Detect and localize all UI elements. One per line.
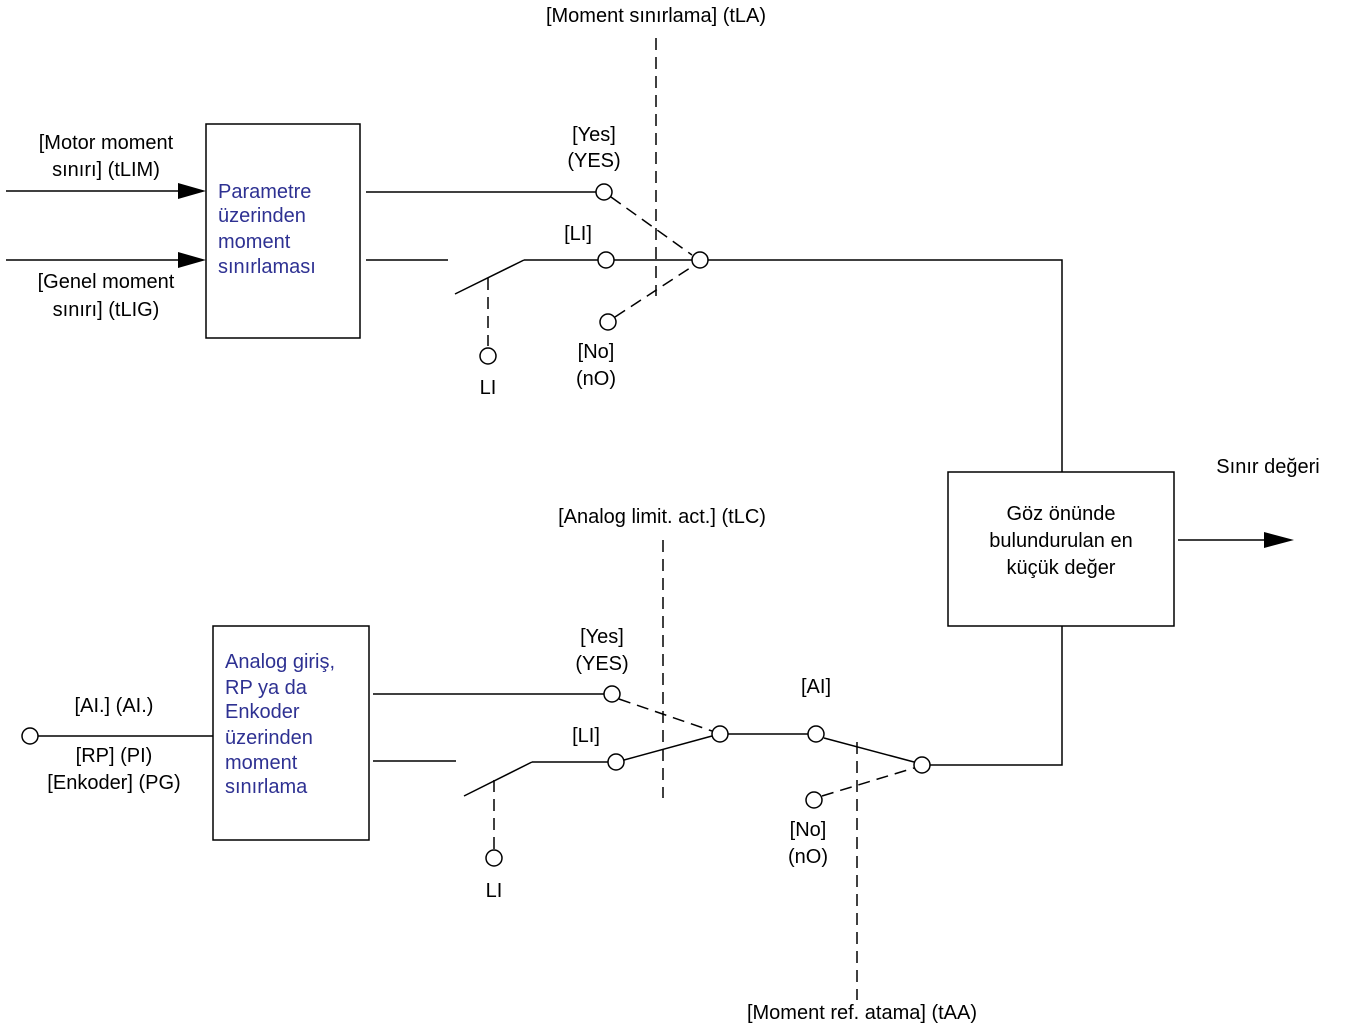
input-rp-label: [RP] (PI): [76, 745, 153, 767]
top-li-input-label: LI: [480, 377, 497, 399]
bottom-option-li-terminal: [607, 753, 625, 771]
input-ai-terminal: [21, 727, 39, 745]
top-yes-to-pivot-dashed: [610, 196, 693, 256]
bottom-ai-to-pivot-wire: [823, 737, 915, 763]
bottom-li-input-label: LI: [486, 880, 503, 902]
bottom-assign-pivot-terminal: [913, 756, 931, 774]
parameter-block-label-line3: moment: [218, 231, 291, 253]
top-selector-title: [Moment sınırlama] (tLA): [546, 5, 766, 27]
input-motor-torque-limit-line2: sınırı] (tLIM): [52, 159, 160, 181]
output-arrowhead: [1264, 532, 1294, 548]
analog-block-label-line6: sınırlama: [225, 776, 308, 798]
bottom-option-yes-line1: [Yes]: [580, 626, 624, 648]
analog-block-label-line2: RP ya da: [225, 677, 308, 699]
bottom-no-to-pivot-dashed: [821, 767, 915, 797]
top-option-li-label: [LI]: [564, 223, 592, 245]
bottom-option-no-line1: [No]: [790, 819, 827, 841]
bottom-assign-title: [Moment ref. atama] (tAA): [747, 1002, 977, 1024]
bottom-option-no-line2: (nO): [788, 846, 828, 868]
analog-block-label-line5: moment: [225, 752, 298, 774]
input-general-torque-limit-line2: sınırı] (tLIG): [53, 299, 160, 321]
top-li-input-terminal: [479, 347, 497, 365]
parameter-torque-limit-block: [205, 123, 361, 339]
output-limit-value-label: Sınır değeri: [1216, 456, 1319, 478]
parameter-block-label-line4: sınırlaması: [218, 256, 316, 278]
bottom-selector-pivot-terminal: [711, 725, 729, 743]
input-motor-torque-arrowhead: [178, 183, 206, 199]
top-option-no-line2: (nO): [576, 368, 616, 390]
top-option-yes-line1: [Yes]: [572, 124, 616, 146]
minimum-block-label-line2: bulundurulan en: [989, 530, 1132, 552]
analog-block-label-line4: üzerinden: [225, 727, 313, 749]
top-no-to-pivot-dashed: [614, 265, 694, 318]
bottom-to-min-block-wire: [930, 626, 1063, 766]
parameter-block-label-line2: üzerinden: [218, 205, 306, 227]
top-li-switch-lever: [454, 259, 525, 295]
top-option-no-terminal: [599, 313, 617, 331]
top-option-no-line1: [No]: [578, 341, 615, 363]
input-encoder-label: [Enkoder] (PG): [47, 772, 180, 794]
top-option-yes-line2: (YES): [567, 150, 620, 172]
top-selector-pivot-terminal: [691, 251, 709, 269]
bottom-option-ai-label: [AI]: [801, 676, 831, 698]
bottom-yes-to-pivot-dashed: [618, 698, 713, 732]
input-ai-label: [AI.] (AI.): [75, 695, 154, 717]
bottom-option-ai-terminal: [807, 725, 825, 743]
parameter-block-label-line1: Parametre: [218, 181, 311, 203]
bottom-option-no-terminal: [805, 791, 823, 809]
top-option-yes-terminal: [595, 183, 613, 201]
bottom-li-input-terminal: [485, 849, 503, 867]
input-motor-torque-limit-line1: [Motor moment: [39, 132, 174, 154]
bottom-option-li-label: [LI]: [572, 725, 600, 747]
bottom-li-to-pivot-wire: [623, 735, 713, 761]
bottom-option-yes-line2: (YES): [575, 653, 628, 675]
top-to-min-block-wire: [708, 259, 1063, 472]
input-general-torque-limit-line1: [Genel moment: [38, 271, 175, 293]
analog-block-label-line3: Enkoder: [225, 701, 300, 723]
minimum-block-label-line1: Göz önünde: [1007, 503, 1116, 525]
bottom-option-yes-terminal: [603, 685, 621, 703]
minimum-value-block: [947, 471, 1175, 627]
top-option-li-terminal: [597, 251, 615, 269]
input-general-torque-arrowhead: [178, 252, 206, 268]
bottom-li-switch-lever: [463, 761, 533, 797]
bottom-selector-title: [Analog limit. act.] (tLC): [558, 506, 766, 528]
analog-block-label-line1: Analog giriş,: [225, 651, 335, 673]
analog-torque-limit-block: [212, 625, 370, 841]
minimum-block-label-line3: küçük değer: [1007, 557, 1116, 579]
